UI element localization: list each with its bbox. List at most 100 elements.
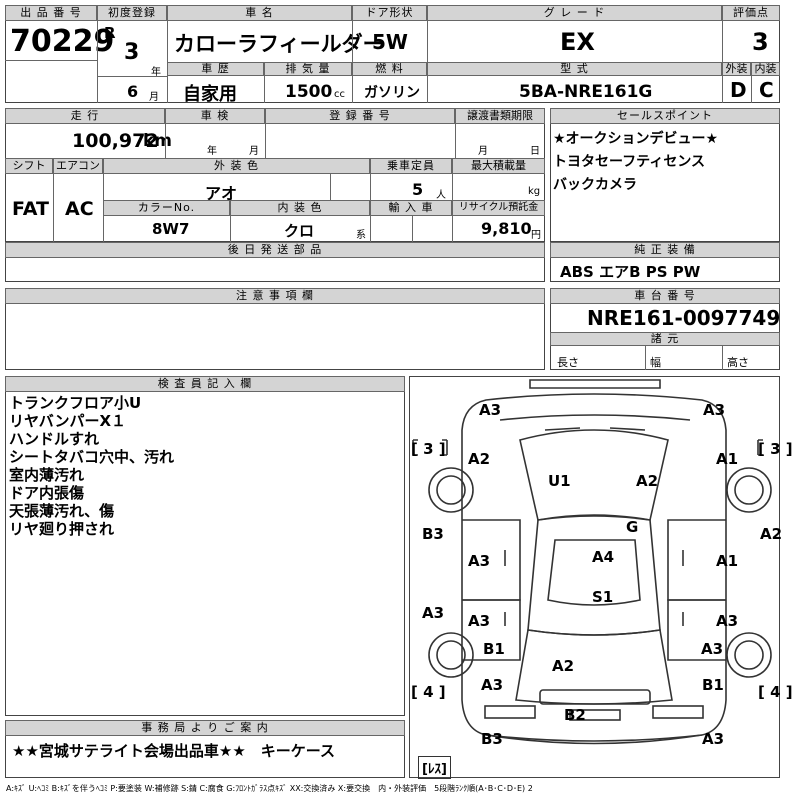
detail-box	[5, 108, 545, 242]
car-diagram-box	[409, 376, 780, 778]
sales-points-list: ★オークションデビュー★ トヨタセーフティセンス バックカメラ	[553, 128, 778, 197]
int-color: クロ	[284, 222, 315, 240]
damage-mark: A2	[552, 657, 575, 675]
chassis-header: 車 台 番 号	[550, 288, 780, 304]
transfer-month-unit: 月	[478, 146, 488, 157]
era-mark: R	[104, 24, 116, 42]
reg-year: 3	[124, 40, 140, 65]
grade-header: グ レ ー ド	[427, 5, 722, 21]
history-header: 車 歴	[167, 62, 264, 76]
int-color-header: 内 装 色	[230, 200, 370, 216]
month-unit: 月	[149, 92, 159, 103]
dimensions-header: 諸 元	[550, 332, 780, 346]
genuine-equip-header: 純 正 装 備	[550, 242, 780, 258]
shift-header: シフト	[5, 158, 53, 174]
ext-color: アオ	[205, 184, 238, 203]
int-color-unit: 系	[356, 230, 366, 241]
recycle-header: リサイクル預託金	[452, 200, 545, 216]
inspector-note: ハンドルすれ	[9, 430, 100, 448]
insp-month-unit: 月	[249, 146, 259, 157]
damage-mark: U1	[548, 472, 571, 490]
inspection-header: 車 検	[165, 108, 265, 124]
aircon-type: AC	[65, 198, 94, 220]
office-header: 事 務 局 よ り ご 案 内	[5, 720, 405, 736]
transfer-doc-header: 譲渡書類期限	[455, 108, 545, 124]
sales-point: トヨタセーフティセンス	[553, 154, 706, 170]
damage-mark: G	[626, 518, 639, 536]
door-header: ドア形状	[352, 5, 427, 21]
lot-no-header: 出 品 番 号	[5, 5, 97, 21]
score-header: 評価点	[722, 5, 780, 21]
damage-mark: S1	[592, 588, 614, 606]
inspector-note: シートタバコ穴中、汚れ	[9, 448, 175, 466]
later-parts-header: 後 日 発 送 部 品	[5, 242, 545, 258]
inspector-note: リヤバンパーX１	[9, 412, 127, 430]
genuine-equipment: ABS エアB PS PW	[560, 263, 701, 281]
year-unit: 年	[151, 67, 161, 78]
wheel	[428, 632, 474, 678]
tire-rear-left: [ 4 ]	[411, 683, 446, 701]
height-label: 高さ	[727, 356, 749, 369]
length-label: 長さ	[557, 356, 579, 369]
inspector-note: 天張薄汚れ、傷	[9, 502, 115, 520]
sales-point: バックカメラ	[553, 177, 637, 193]
damage-mark: A3	[716, 612, 739, 630]
reg-month: 6	[127, 82, 139, 101]
damage-mark: B3	[481, 730, 503, 748]
inspector-box	[5, 376, 405, 716]
damage-mark: A3	[703, 401, 726, 419]
color-no: 8W7	[152, 220, 190, 238]
sales-points-header: セールスポイント	[550, 108, 780, 124]
legend: A:ｷｽﾞ U:ﾍｺﾐ B:ｷｽﾞを伴うﾍｺﾐ P:要塗装 W:補修跡 S:錆 …	[6, 784, 533, 793]
top-info-box	[5, 5, 780, 103]
aircon-header: エアコン	[53, 158, 103, 174]
spare-tire: [ﾚｽ]	[418, 756, 451, 779]
inspector-header: 検 査 員 記 入 欄	[5, 376, 405, 392]
mileage-unit: km	[143, 131, 173, 151]
car-diagram	[412, 379, 772, 745]
damage-mark: B1	[483, 640, 505, 658]
damage-mark: A2	[636, 472, 659, 490]
import-header: 輸 入 車	[370, 200, 452, 216]
lot-number: 70229	[10, 24, 115, 59]
damage-mark: A3	[481, 676, 504, 694]
damage-mark: B2	[564, 706, 586, 724]
inspector-note: ドア内張傷	[9, 484, 85, 502]
tire-rear-right: [ 4 ]	[758, 683, 793, 701]
width-label: 幅	[650, 356, 661, 369]
reg-no-header: 登 録 番 号	[265, 108, 455, 124]
wheel	[726, 467, 772, 513]
capacity-header: 乗車定員	[370, 158, 452, 174]
color-no-header: カラーNo.	[103, 200, 230, 216]
inspector-note: トランクフロア小U	[9, 394, 142, 412]
grade: EX	[560, 28, 595, 56]
capacity: 5	[412, 180, 424, 199]
tire-front-left: [ 3 ]	[411, 440, 446, 458]
sales-point: ★オークションデビュー★	[553, 131, 719, 147]
vehicle-history: 自家用	[183, 84, 237, 105]
damage-mark: A4	[592, 548, 615, 566]
auction-score: 3	[752, 28, 769, 56]
inspector-note: リヤ廻り押され	[9, 520, 115, 538]
damage-mark: A3	[468, 552, 491, 570]
damage-mark: A2	[468, 450, 491, 468]
car-name: カローラフィールダー	[174, 32, 384, 56]
damage-mark: A3	[702, 730, 725, 748]
wheel	[726, 632, 772, 678]
car-name-header: 車 名	[167, 5, 352, 21]
interior-grade: C	[759, 78, 774, 102]
damage-mark: A3	[479, 401, 502, 419]
damage-mark: A3	[422, 604, 445, 622]
door-type: 5W	[372, 30, 408, 54]
damage-mark: A1	[716, 450, 739, 468]
chassis-number: NRE161-0097749	[587, 306, 781, 330]
fuel-type: ガソリン	[364, 85, 420, 101]
damage-mark: B3	[422, 525, 444, 543]
transfer-day-unit: 日	[530, 146, 540, 157]
tire-front-right: [ 3 ]	[758, 440, 793, 458]
notes-header: 注 意 事 項 欄	[5, 288, 545, 304]
shift-type: FAT	[12, 198, 49, 220]
ext-color-header: 外 装 色	[103, 158, 370, 174]
displacement-unit: cc	[334, 89, 345, 100]
first-reg-header: 初度登録	[97, 5, 167, 21]
